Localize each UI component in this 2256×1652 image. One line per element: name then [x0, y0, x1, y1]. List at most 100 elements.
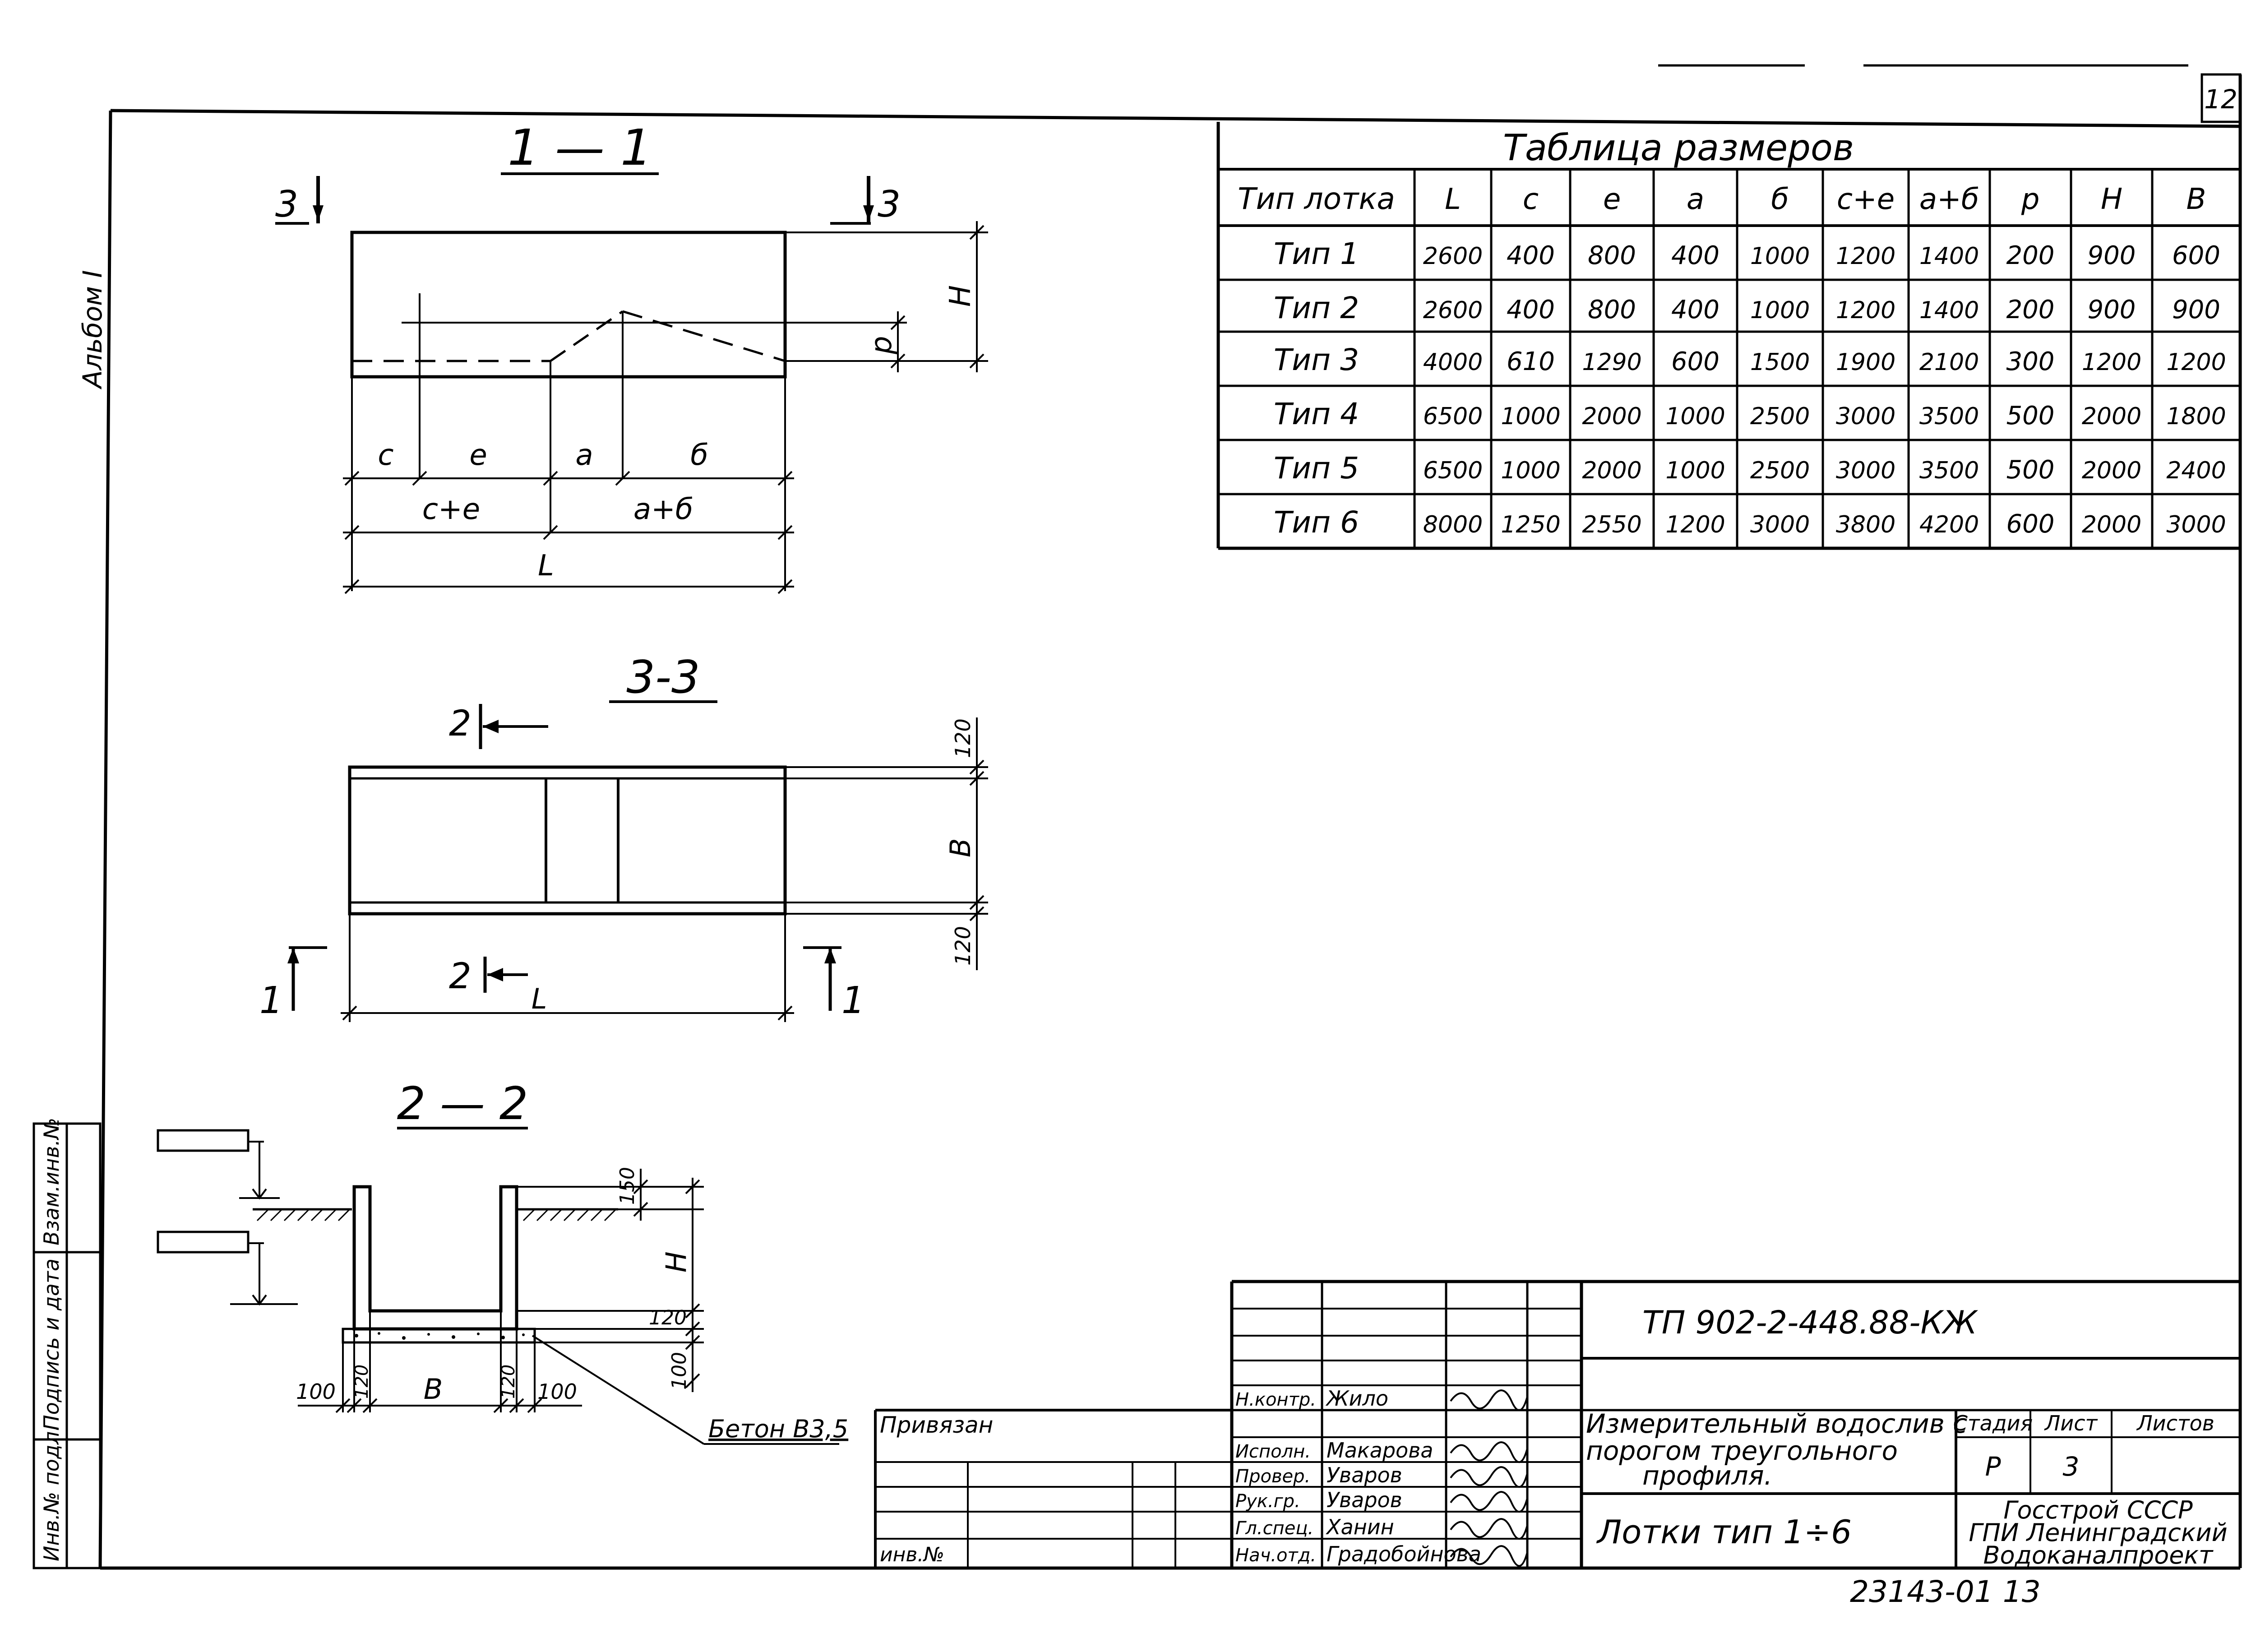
dim-p: р: [865, 336, 898, 355]
table-row-label: Тип 5: [1274, 451, 1359, 486]
table-cell: 4000: [1423, 349, 1483, 376]
table-cell: 2400: [2166, 457, 2226, 484]
table-cell: 1000: [1501, 403, 1560, 430]
doc-code: ТП 902-2-448.88-КЖ: [1642, 1304, 1978, 1341]
table-cell: 2600: [1423, 297, 1483, 324]
table-cell: 3500: [1919, 403, 1979, 430]
dim-100-left: 100: [296, 1379, 336, 1404]
cut-mark-2-top: 2: [449, 703, 472, 744]
table-cell: 1290: [1582, 349, 1641, 376]
table-cell: 400: [1507, 295, 1555, 324]
album-label: Альбом I: [77, 270, 108, 390]
signature-rows: Н.контр.Исполн.Провер.Рук.гр.Гл.спец.Нач…: [1235, 1386, 1528, 1567]
table-cell: 2600: [1423, 243, 1483, 270]
table-header-cell: б: [1771, 183, 1789, 216]
dim-c: с: [378, 439, 393, 472]
table-cell: 400: [1671, 295, 1720, 324]
table-cell: 3000: [1836, 457, 1895, 484]
signature-role: Нач.отд.: [1235, 1545, 1316, 1566]
table-cell: 2100: [1919, 349, 1979, 376]
table-row-label: Тип 6: [1274, 505, 1359, 540]
table-cell: 1000: [1750, 297, 1810, 324]
table-header-cell: В: [2187, 183, 2206, 216]
table-cell: 2000: [2082, 403, 2141, 430]
table-cell: 3000: [1750, 511, 1810, 538]
signature-scribble: [1450, 1389, 1528, 1411]
project-title-line-3: профиля.: [1642, 1460, 1772, 1491]
table-cell: 400: [1671, 241, 1720, 270]
table-cell: 1200: [2082, 349, 2141, 376]
table-cell: 1000: [1665, 403, 1725, 430]
table-cell: 2500: [1750, 403, 1810, 430]
dim-e: е: [469, 439, 487, 472]
table-cell: 1400: [1919, 243, 1979, 270]
cut-mark-2-bottom: 2: [449, 956, 472, 997]
org-line-2: ГПИ Ленинградский: [1969, 1518, 2227, 1547]
privyazan-label: Привязан: [880, 1412, 993, 1438]
table-header-cell: е: [1603, 183, 1621, 216]
dim-H-22: H: [660, 1251, 693, 1273]
signature-name: Уваров: [1327, 1463, 1402, 1487]
dim-120-top: 120: [951, 718, 975, 758]
table-cell: 2000: [1582, 457, 1641, 484]
project-title-line-2: порогом треугольного: [1586, 1435, 1898, 1466]
table-header-cell: с+е: [1837, 183, 1895, 216]
table-cell: 500: [2006, 401, 2055, 430]
dim-150: 150: [616, 1167, 639, 1205]
signature-scribble: [1450, 1466, 1528, 1488]
table-header-cell: Н: [2101, 183, 2122, 216]
table-cell: 1200: [1836, 243, 1895, 270]
table-cell: 900: [2088, 241, 2136, 270]
concrete-label: Бетон В3,5: [708, 1415, 848, 1443]
dim-H: H: [944, 285, 977, 307]
sheet-number: 12: [2204, 84, 2238, 115]
signature-scribble: [1450, 1518, 1528, 1540]
table-cell: 200: [2006, 295, 2055, 324]
table-cell: 600: [2172, 241, 2220, 270]
table-cell: 1800: [2166, 403, 2226, 430]
section-1-1-title: 1 — 1: [508, 119, 652, 176]
signature-name: Уваров: [1327, 1488, 1402, 1512]
signature-name: Жило: [1325, 1386, 1388, 1411]
sheet-header: Лист: [2044, 1411, 2098, 1435]
drawing-name: Лотки тип 1÷6: [1596, 1513, 1852, 1551]
sheets-header: Листов: [2136, 1411, 2214, 1435]
table-cell: 3000: [2166, 511, 2226, 538]
table-cell: 500: [2006, 455, 2055, 485]
dim-100-vertical: 100: [668, 1352, 691, 1390]
table-cell: 800: [1588, 241, 1636, 270]
table-cell: 900: [2172, 295, 2220, 324]
table-header-cell: а: [1687, 183, 1704, 216]
table-cell: 4200: [1919, 511, 1979, 538]
dim-100-right: 100: [537, 1379, 577, 1404]
table-cell: 2000: [2082, 511, 2141, 538]
table-cell: 1200: [2166, 349, 2226, 376]
stage-header: Стадия: [1953, 1411, 2033, 1435]
table-cell: 600: [1671, 347, 1720, 376]
table-row-label: Тип 2: [1274, 291, 1359, 325]
table-cell: 3000: [1836, 403, 1895, 430]
dim-ce: с+е: [422, 493, 480, 526]
signature-name: Макарова: [1327, 1438, 1433, 1462]
section-2-2: 2 — 2: [157, 1077, 848, 1445]
table-cell: 300: [2006, 347, 2055, 376]
cut-mark-3-right: 3: [878, 183, 901, 225]
stage-value: Р: [1985, 1451, 2001, 1482]
signature-role: Исполн.: [1235, 1441, 1311, 1462]
section-3-3-title: 3-3: [626, 651, 700, 703]
cut-mark-1-left: 1: [259, 979, 283, 1022]
cut-mark-1-right: 1: [841, 979, 865, 1022]
cut-mark-3-left: 3: [275, 183, 298, 225]
dim-a: а: [575, 439, 593, 472]
dim-120-22: 120: [649, 1306, 687, 1329]
table-cell: 8000: [1423, 511, 1483, 538]
dim-L-33: L: [532, 982, 547, 1015]
sheet-value: 3: [2063, 1451, 2080, 1482]
dim-b: б: [690, 439, 708, 472]
table-cell: 1200: [1836, 297, 1895, 324]
table-header-cell: р: [2021, 183, 2040, 216]
table-cell: 3500: [1919, 457, 1979, 484]
